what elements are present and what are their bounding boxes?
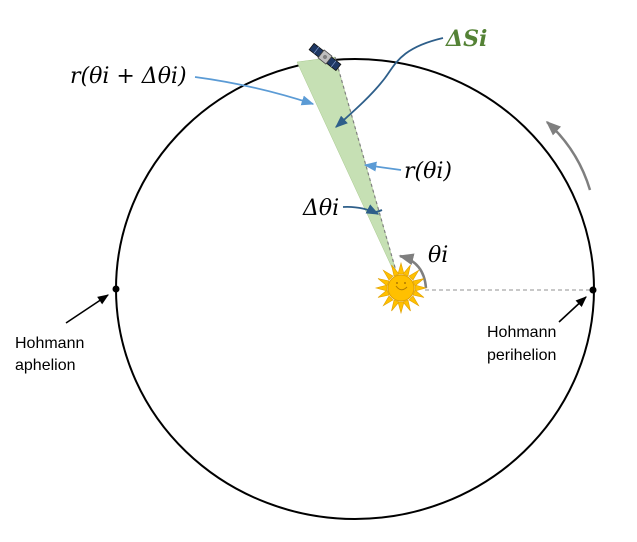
theta-angle-arc [398, 253, 428, 289]
r-theta-leader [363, 161, 402, 172]
sector-delta-s [296, 56, 401, 286]
label-theta: θi [428, 243, 448, 268]
label-delta-s: ΔSi [445, 26, 487, 52]
r-theta-plus-leader [194, 76, 315, 106]
perihelion-leader [558, 296, 587, 323]
label-delta-theta: Δθi [302, 196, 339, 221]
sun-icon [374, 261, 428, 315]
label-r-theta-plus: r(θi + Δθi) [70, 64, 187, 89]
delta-theta-leader [342, 204, 380, 215]
satellite-icon [308, 42, 342, 72]
perihelion-point [589, 286, 597, 294]
label-perihelion-line2: perihelion [487, 347, 556, 364]
aphelion-point [112, 285, 120, 293]
aphelion-leader [65, 294, 109, 324]
label-aphelion-line1: Hohmann [15, 335, 84, 352]
motion-direction-arrow [545, 120, 592, 191]
label-aphelion-line2: aphelion [15, 357, 76, 374]
label-r-theta: r(θi) [404, 159, 452, 184]
label-perihelion-line1: Hohmann [487, 324, 556, 341]
delta-s-leader [335, 37, 444, 128]
